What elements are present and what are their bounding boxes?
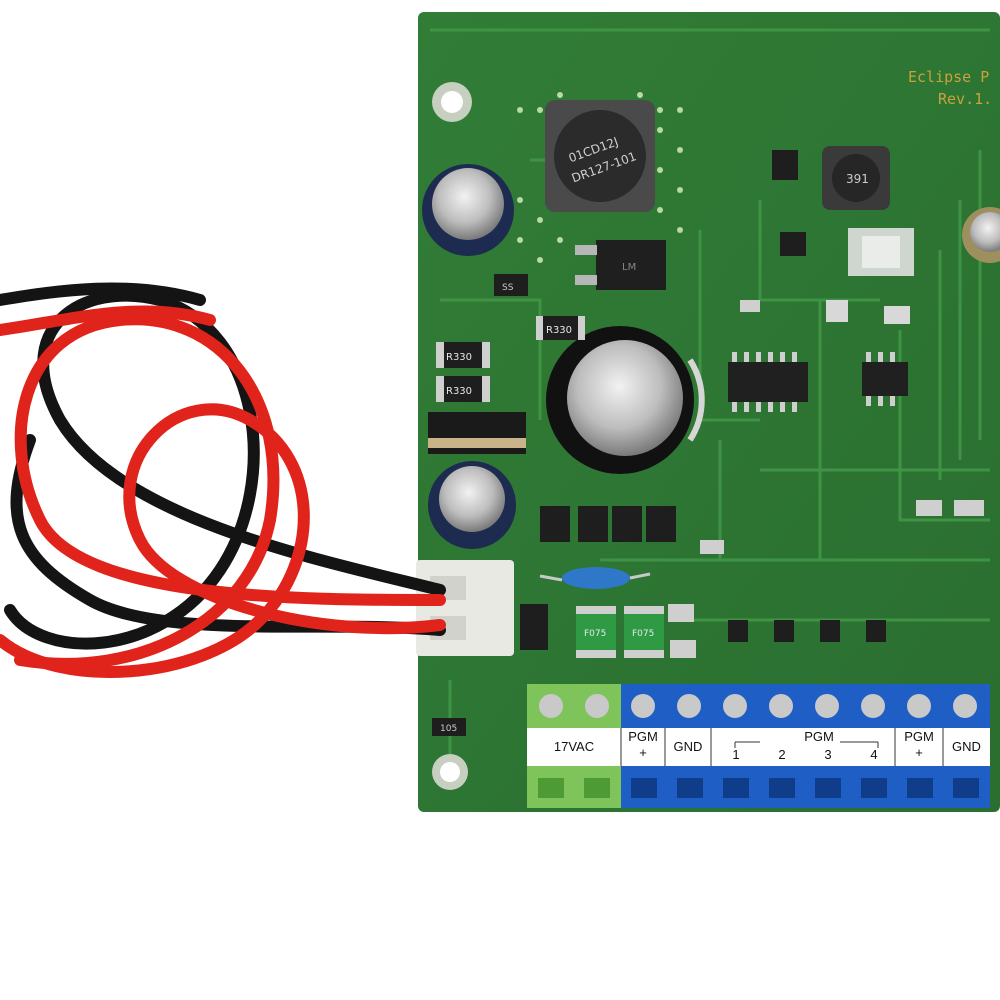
screw-icon bbox=[953, 694, 977, 718]
screw-icon bbox=[907, 694, 931, 718]
svg-text:R330: R330 bbox=[446, 386, 472, 397]
diode-row bbox=[540, 506, 676, 542]
svg-text:R330: R330 bbox=[546, 325, 572, 336]
label-pgm-group: PGM bbox=[804, 729, 834, 744]
smd-components bbox=[668, 150, 984, 658]
resistor-r330-3: R330 bbox=[536, 316, 585, 340]
svg-text:F075: F075 bbox=[632, 629, 654, 639]
label-pgm-4: 4 bbox=[870, 747, 878, 762]
label-pgm-plus: PGM bbox=[628, 729, 658, 744]
screw-icon bbox=[723, 694, 747, 718]
label-pgm-plus-2-sign: + bbox=[915, 745, 923, 760]
label-gnd: GND bbox=[673, 739, 703, 754]
wire-bundle bbox=[0, 282, 446, 678]
silkscreen-rev: Rev.1. bbox=[938, 90, 992, 108]
label-pgm-1: 1 bbox=[732, 747, 740, 762]
fuse-1: F075 bbox=[576, 606, 616, 658]
resistor-r330-2: R330 bbox=[436, 376, 490, 402]
ceramic-capacitor bbox=[539, 567, 651, 589]
capacitor-right bbox=[962, 207, 1000, 263]
svg-text:105: 105 bbox=[440, 724, 457, 734]
svg-text:SS: SS bbox=[502, 283, 514, 293]
voltage-regulator: LM bbox=[575, 240, 666, 290]
ic-chip-1 bbox=[728, 352, 808, 412]
ic-chip-2 bbox=[862, 352, 908, 406]
svg-text:LM: LM bbox=[622, 262, 636, 273]
svg-text:F075: F075 bbox=[584, 629, 606, 639]
mounting-hole-top bbox=[432, 82, 472, 122]
screw-icon bbox=[539, 694, 563, 718]
svg-text:391: 391 bbox=[846, 172, 869, 186]
label-17vac: 17VAC bbox=[553, 739, 595, 754]
screw-icon bbox=[585, 694, 609, 718]
screw-icon bbox=[631, 694, 655, 718]
label-gnd-2: GND bbox=[952, 739, 981, 754]
wire-connector bbox=[416, 560, 514, 656]
svg-text:R330: R330 bbox=[446, 352, 472, 363]
smd-105: 105 bbox=[432, 718, 466, 736]
label-pgm-plus-2: PGM bbox=[904, 729, 934, 744]
via-field bbox=[517, 92, 683, 283]
mounting-hole-bottom bbox=[432, 754, 468, 790]
diode-small: SS bbox=[494, 274, 528, 296]
inductor-large: 01CD12J DR127-101 bbox=[545, 100, 655, 212]
inductor-small: 391 bbox=[822, 146, 890, 210]
capacitor-left-top bbox=[422, 164, 514, 256]
terminal-block-blue bbox=[621, 684, 990, 808]
capacitor-left-bottom bbox=[428, 461, 516, 549]
label-pgm-plus-sign: + bbox=[639, 745, 647, 760]
label-pgm-2: 2 bbox=[778, 747, 786, 762]
terminal-label-strip bbox=[527, 728, 990, 766]
screw-icon bbox=[815, 694, 839, 718]
terminal-labels: 17VAC PGM + GND PGM 1 2 3 4 PGM + GND bbox=[527, 728, 990, 766]
resistor-r330-1: R330 bbox=[436, 342, 490, 368]
diode-vertical bbox=[520, 604, 548, 650]
screw-icon bbox=[677, 694, 701, 718]
pcb-traces bbox=[430, 28, 990, 780]
screw-icon bbox=[861, 694, 885, 718]
silkscreen-title: Eclipse P bbox=[908, 68, 989, 86]
label-pgm-3: 3 bbox=[824, 747, 832, 762]
capacitor-large bbox=[546, 326, 705, 474]
screw-icon bbox=[769, 694, 793, 718]
terminal-block-green bbox=[527, 684, 621, 808]
fuse-2: F075 bbox=[624, 606, 664, 658]
